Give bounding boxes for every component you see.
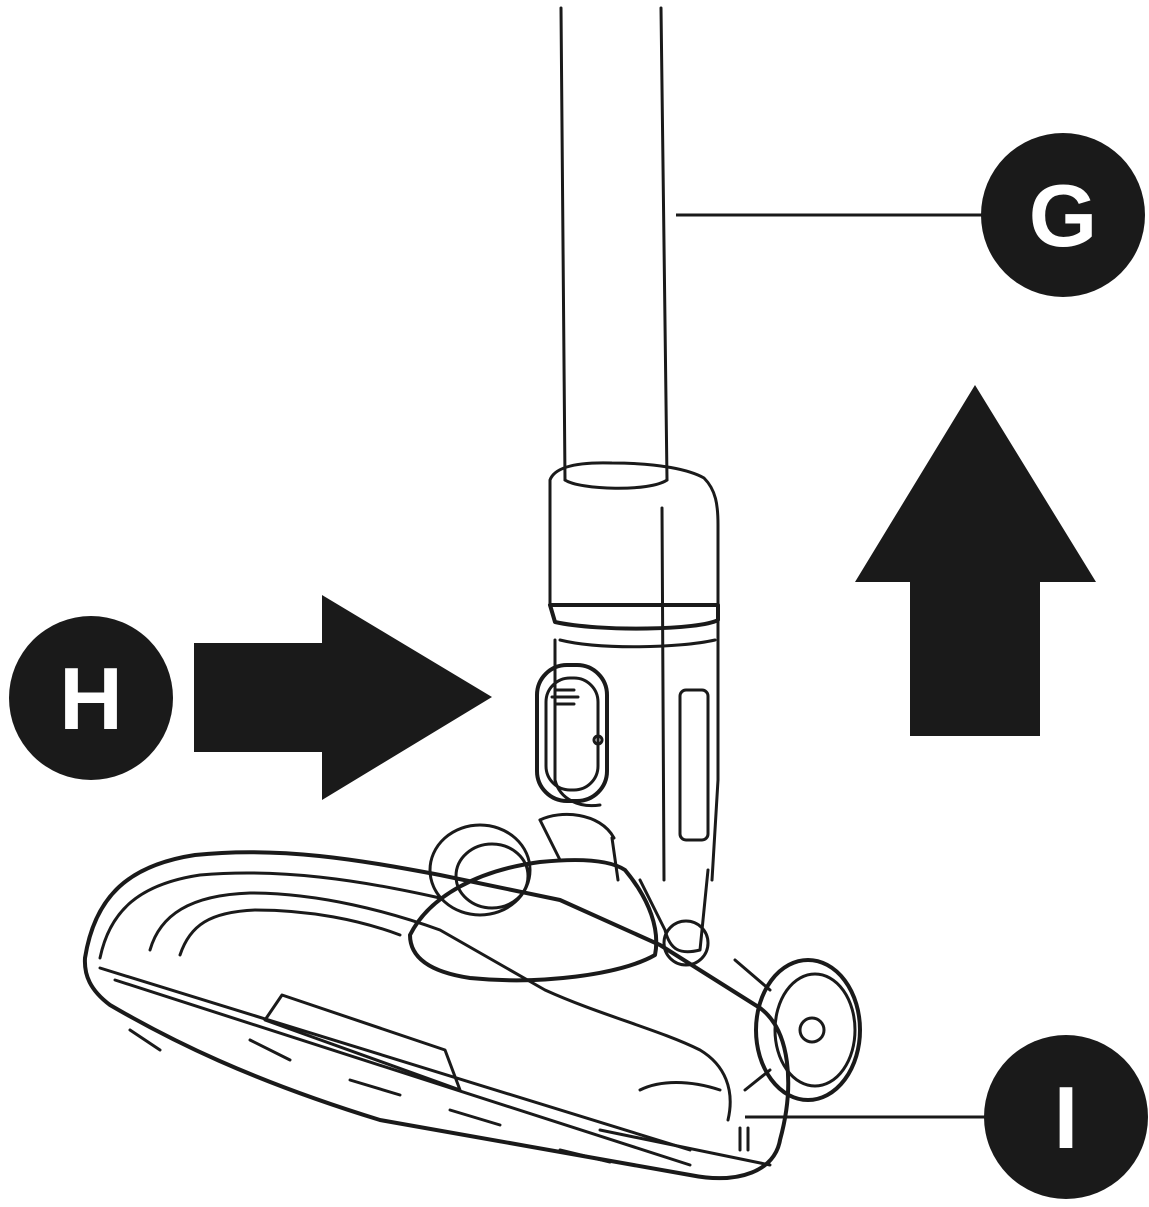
- arrow-right-icon: [194, 595, 492, 800]
- neck-connector: [550, 463, 718, 880]
- wand-tube: [561, 8, 667, 480]
- callout-g: G: [981, 133, 1145, 297]
- callout-g-label: G: [1029, 166, 1097, 265]
- right-wheel: [735, 960, 860, 1100]
- callout-h: H: [9, 616, 173, 780]
- callout-i: I: [984, 1035, 1148, 1199]
- left-wheel: [430, 825, 530, 915]
- arrow-up-icon: [855, 385, 1096, 736]
- release-button: [537, 665, 607, 801]
- callout-i-label: I: [1054, 1068, 1078, 1167]
- callout-h-label: H: [59, 649, 123, 748]
